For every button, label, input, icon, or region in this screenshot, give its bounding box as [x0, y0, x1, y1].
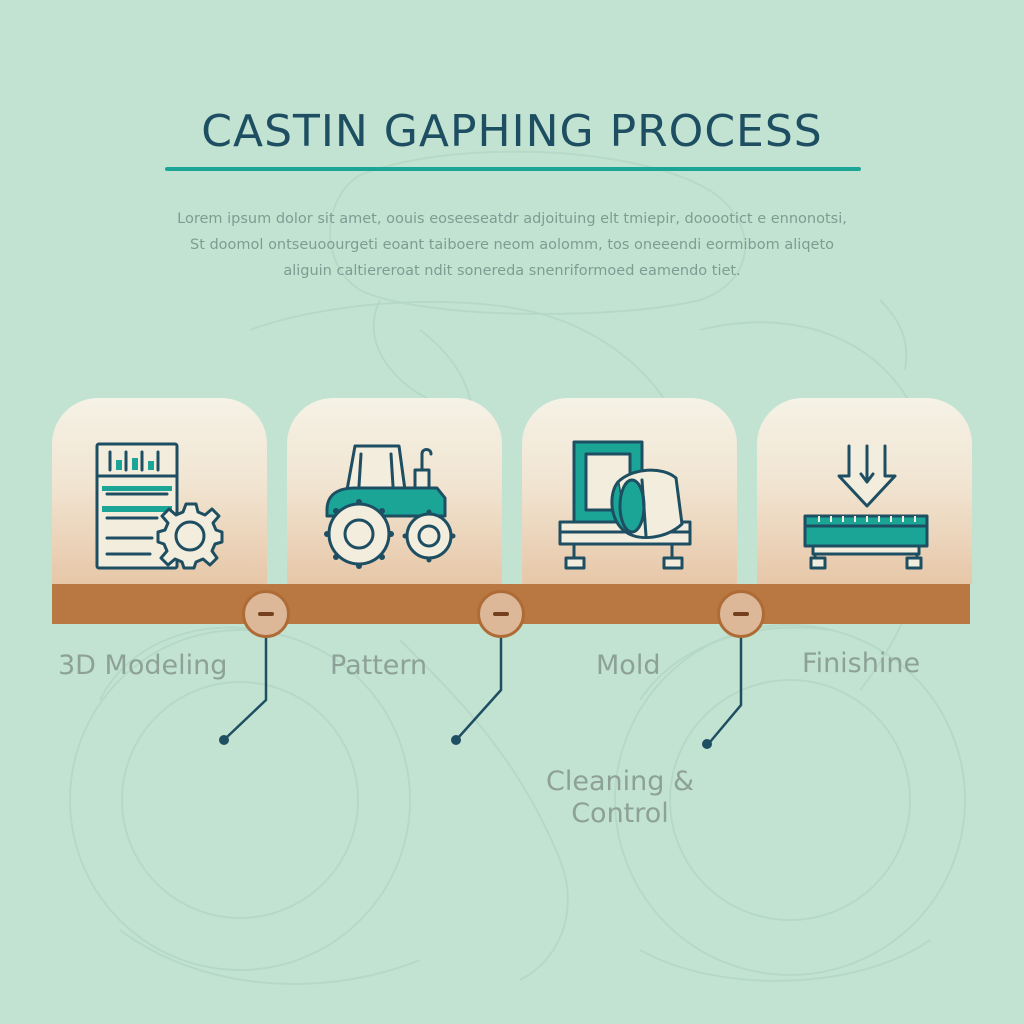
description-line-1: Lorem ipsum dolor sit amet, oouis eosees… [177, 211, 847, 227]
connector-1-dot [219, 735, 229, 745]
press-arrow-icon [803, 444, 929, 570]
tractor-icon [324, 444, 456, 569]
description: Lorem ipsum dolor sit amet, oouis eosees… [120, 206, 904, 284]
sub-label-line-2: Control [571, 798, 669, 829]
mold-machine-icon [558, 440, 692, 570]
document-gear-icon [95, 442, 224, 570]
description-line-2: St doomol ontseuoourgeti eoant taiboere … [189, 237, 834, 253]
node-dash [493, 612, 509, 616]
step-card-mold [522, 398, 737, 584]
step-label-3d-modeling: 3D Modeling [58, 650, 228, 681]
step-label-finishine: Finishine [802, 648, 921, 679]
step-label-pattern: Pattern [330, 650, 428, 681]
step-card-finishine [757, 398, 972, 584]
connector-2 [457, 636, 503, 739]
connector-1 [225, 636, 268, 739]
step-card-3d-modeling [52, 398, 267, 584]
node-dash [733, 612, 749, 616]
connector-3 [709, 636, 743, 743]
step-node-2 [477, 590, 525, 638]
description-line-3: aliguin caltiereroat ndit sonereda snenr… [283, 263, 741, 279]
step-label-mold: Mold [596, 650, 661, 681]
step-node-1 [242, 590, 290, 638]
page-title: CASTIN GAPHING PROCESS [201, 106, 823, 157]
sub-label-cleaning-control: Cleaning & Control [546, 766, 694, 830]
node-dash [258, 612, 274, 616]
connector-3-dot [702, 739, 712, 749]
step-node-3 [717, 590, 765, 638]
title-underline [165, 167, 861, 171]
step-card-pattern [287, 398, 502, 584]
connector-2-dot [451, 735, 461, 745]
sub-label-line-1: Cleaning & [546, 766, 695, 797]
